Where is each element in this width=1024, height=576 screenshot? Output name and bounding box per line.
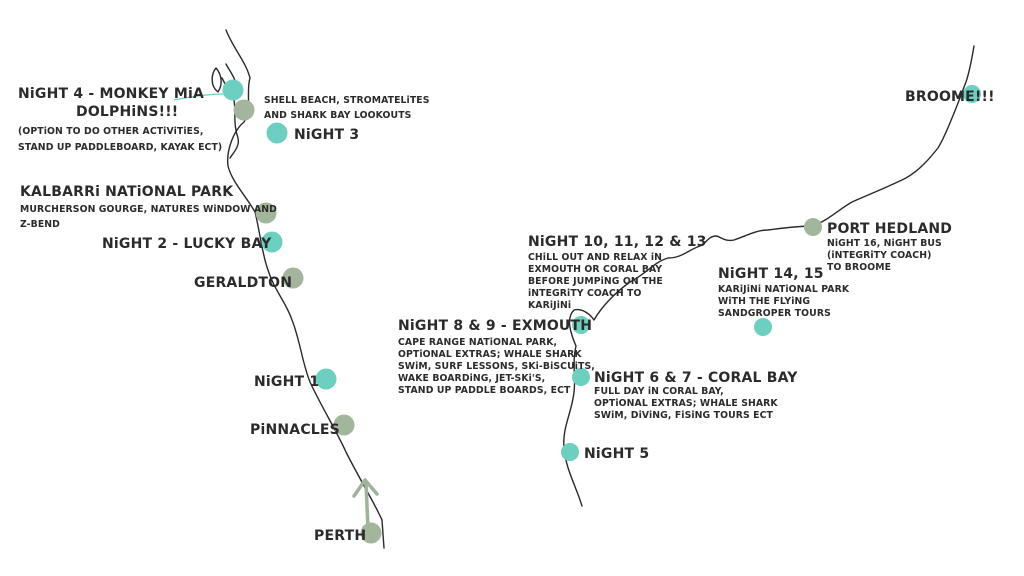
label-coral-bay-note-2: OPTiONAL EXTRAS; WHALE SHARK	[594, 398, 778, 409]
label-port-hedland-note-3: TO BROOME	[827, 262, 891, 273]
label-night-10-note-4: iNTEGRiTY COACH TO	[528, 288, 642, 299]
label-karijini-note-1: KARiJiNi NATiONAL PARK	[718, 284, 850, 295]
label-kalbarri-note-1: MURCHERSON GOURGE, NATURES WiNDOW AND	[20, 204, 277, 215]
label-perth: PERTH	[314, 528, 366, 544]
stop-marker-shell-beach[interactable]	[233, 99, 255, 121]
label-night-10-note-3: BEFORE JUMPiNG ON THE	[528, 276, 663, 287]
label-coral-bay: NiGHT 6 & 7 - CORAL BAY	[594, 370, 798, 386]
label-night-1: NiGHT 1	[254, 374, 319, 390]
label-port-hedland: PORT HEDLAND	[827, 221, 952, 237]
label-shell-beach-1: SHELL BEACH, STROMATELiTES	[264, 95, 430, 106]
label-coral-bay-note-1: FULL DAY iN CORAL BAY,	[594, 386, 724, 397]
label-monkey-mia-2: DOLPHiNS!!!	[76, 104, 178, 120]
label-karijini: NiGHT 14, 15	[718, 266, 824, 282]
label-exmouth-note-4: WAKE BOARDiNG, JET-SKi'S,	[398, 373, 545, 384]
stop-marker-exmouth[interactable]	[572, 316, 590, 334]
label-kalbarri: KALBARRi NATiONAL PARK	[20, 184, 234, 200]
label-exmouth: NiGHT 8 & 9 - EXMOUTH	[398, 318, 592, 334]
label-karijini-note-3: SANDGROPER TOURS	[718, 308, 831, 319]
coastline-north	[563, 45, 975, 507]
label-monkey-mia-note-2: STAND UP PADDLEBOARD, KAYAK ECT)	[18, 142, 222, 153]
label-night-3: NiGHT 3	[294, 127, 359, 143]
stop-marker-pinnacles[interactable]	[333, 414, 355, 436]
label-exmouth-note-1: CAPE RANGE NATiONAL PARK,	[398, 337, 557, 348]
stop-marker-geraldton[interactable]	[282, 267, 304, 289]
label-exmouth-note-2: OPTiONAL EXTRAS; WHALE SHARK	[398, 349, 582, 360]
label-coral-bay-note-3: SWiM, DiViNG, FiSiNG TOURS ECT	[594, 410, 773, 421]
stop-marker-perth[interactable]	[360, 522, 382, 544]
label-night-10-13: NiGHT 10, 11, 12 & 13	[528, 234, 707, 250]
stop-marker-port-hedland[interactable]	[804, 218, 822, 236]
stop-marker-night-5[interactable]	[561, 443, 579, 461]
stop-marker-broome[interactable]	[963, 85, 981, 103]
label-lucky-bay: NiGHT 2 - LUCKY BAY	[102, 236, 272, 252]
label-night-10-note-2: EXMOUTH OR CORAL BAY	[528, 264, 662, 275]
label-exmouth-note-3: SWiM, SURF LESSONS, SKi-BiSCUiTS,	[398, 361, 595, 372]
label-exmouth-note-5: STAND UP PADDLE BOARDS, ECT	[398, 385, 571, 396]
label-kalbarri-note-2: Z-BEND	[20, 219, 60, 230]
stop-marker-lucky-bay[interactable]	[261, 231, 283, 253]
stop-marker-night-3[interactable]	[266, 122, 288, 144]
stop-marker-kalbarri[interactable]	[255, 202, 277, 224]
label-monkey-mia-note-1: (OPTiON TO DO OTHER ACTiViTiES,	[18, 126, 204, 137]
label-shell-beach-2: AND SHARK BAY LOOKOUTS	[264, 110, 412, 121]
label-broome: BROOME!!!	[905, 89, 995, 105]
label-night-5: NiGHT 5	[584, 446, 649, 462]
stop-marker-karijini[interactable]	[754, 318, 772, 336]
label-monkey-mia-1: NiGHT 4 - MONKEY MiA	[18, 86, 204, 102]
label-pinnacles: PiNNACLES	[250, 422, 340, 438]
monkey-mia-leader	[173, 93, 225, 101]
stop-marker-monkey-mia[interactable]	[222, 79, 244, 101]
label-night-10-note-5: KARiJiNi	[528, 300, 571, 311]
label-port-hedland-note-1: NiGHT 16, NiGHT BUS	[827, 238, 942, 249]
label-night-10-note-1: CHiLL OUT AND RELAX iN	[528, 252, 662, 263]
label-geraldton: GERALDTON	[194, 275, 292, 291]
direction-arrow	[352, 478, 379, 530]
label-port-hedland-note-2: (iNTEGRiTY COACH)	[827, 250, 931, 261]
stop-marker-coral-bay[interactable]	[572, 368, 590, 386]
stop-marker-night-1[interactable]	[315, 368, 337, 390]
label-karijini-note-2: WiTH THE FLYiNG	[718, 296, 810, 307]
